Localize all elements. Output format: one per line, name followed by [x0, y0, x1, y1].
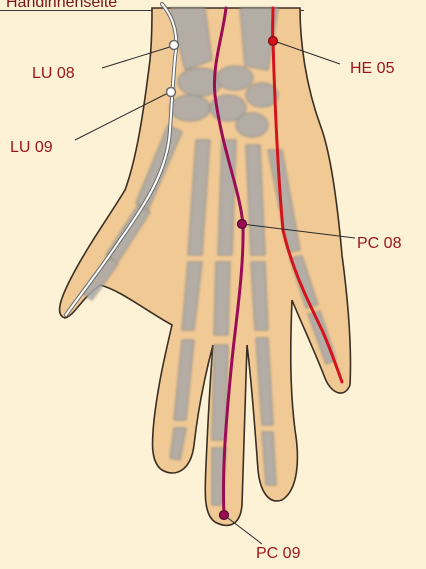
point-pc08-marker — [238, 220, 247, 229]
label-lu08: LU 08 — [32, 65, 75, 83]
point-lu09-marker — [167, 88, 176, 97]
point-pc09-marker — [220, 511, 229, 520]
label-he05: HE 05 — [350, 60, 394, 78]
label-pc09: PC 09 — [256, 545, 300, 563]
leader-pc09 — [224, 515, 262, 544]
label-pc08: PC 08 — [357, 235, 401, 253]
label-lu09: LU 09 — [10, 139, 53, 157]
point-he05-marker — [269, 37, 278, 46]
point-lu08-marker — [170, 41, 179, 50]
